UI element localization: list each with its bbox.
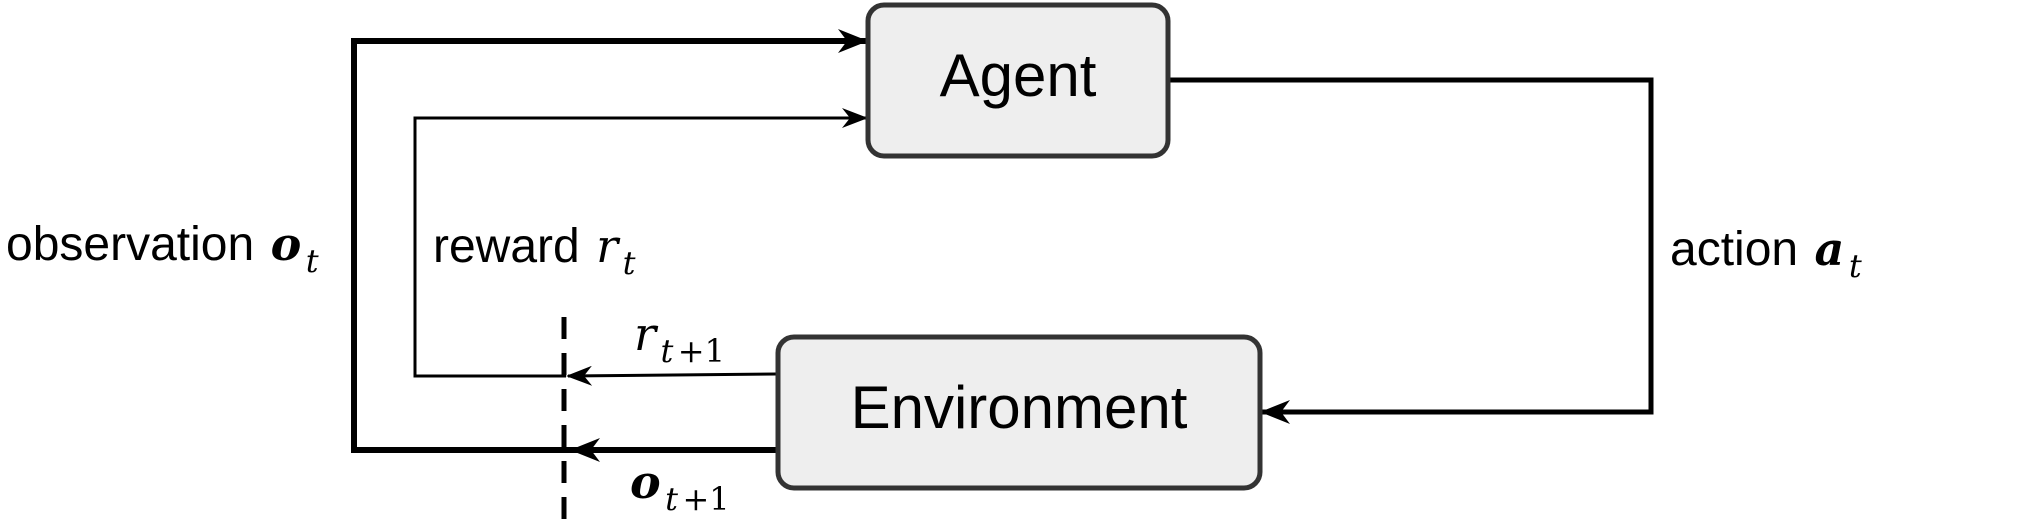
- reward-arrow: [413, 108, 868, 378]
- environment-label: Environment: [851, 374, 1188, 441]
- reward-label: reward r t: [433, 219, 636, 282]
- agent-box: [865, 2, 1171, 159]
- action-arrow: [1170, 77, 1654, 424]
- next-reward-label: r t +1: [634, 307, 725, 370]
- agent-label: Agent: [940, 42, 1097, 109]
- action-label: action a t: [1670, 222, 1862, 285]
- next-observation-label: o t +1: [630, 455, 730, 518]
- environment-box: [775, 334, 1263, 491]
- reward-to-cut-arrow: [566, 365, 777, 386]
- observation-label: observation o t: [6, 217, 319, 280]
